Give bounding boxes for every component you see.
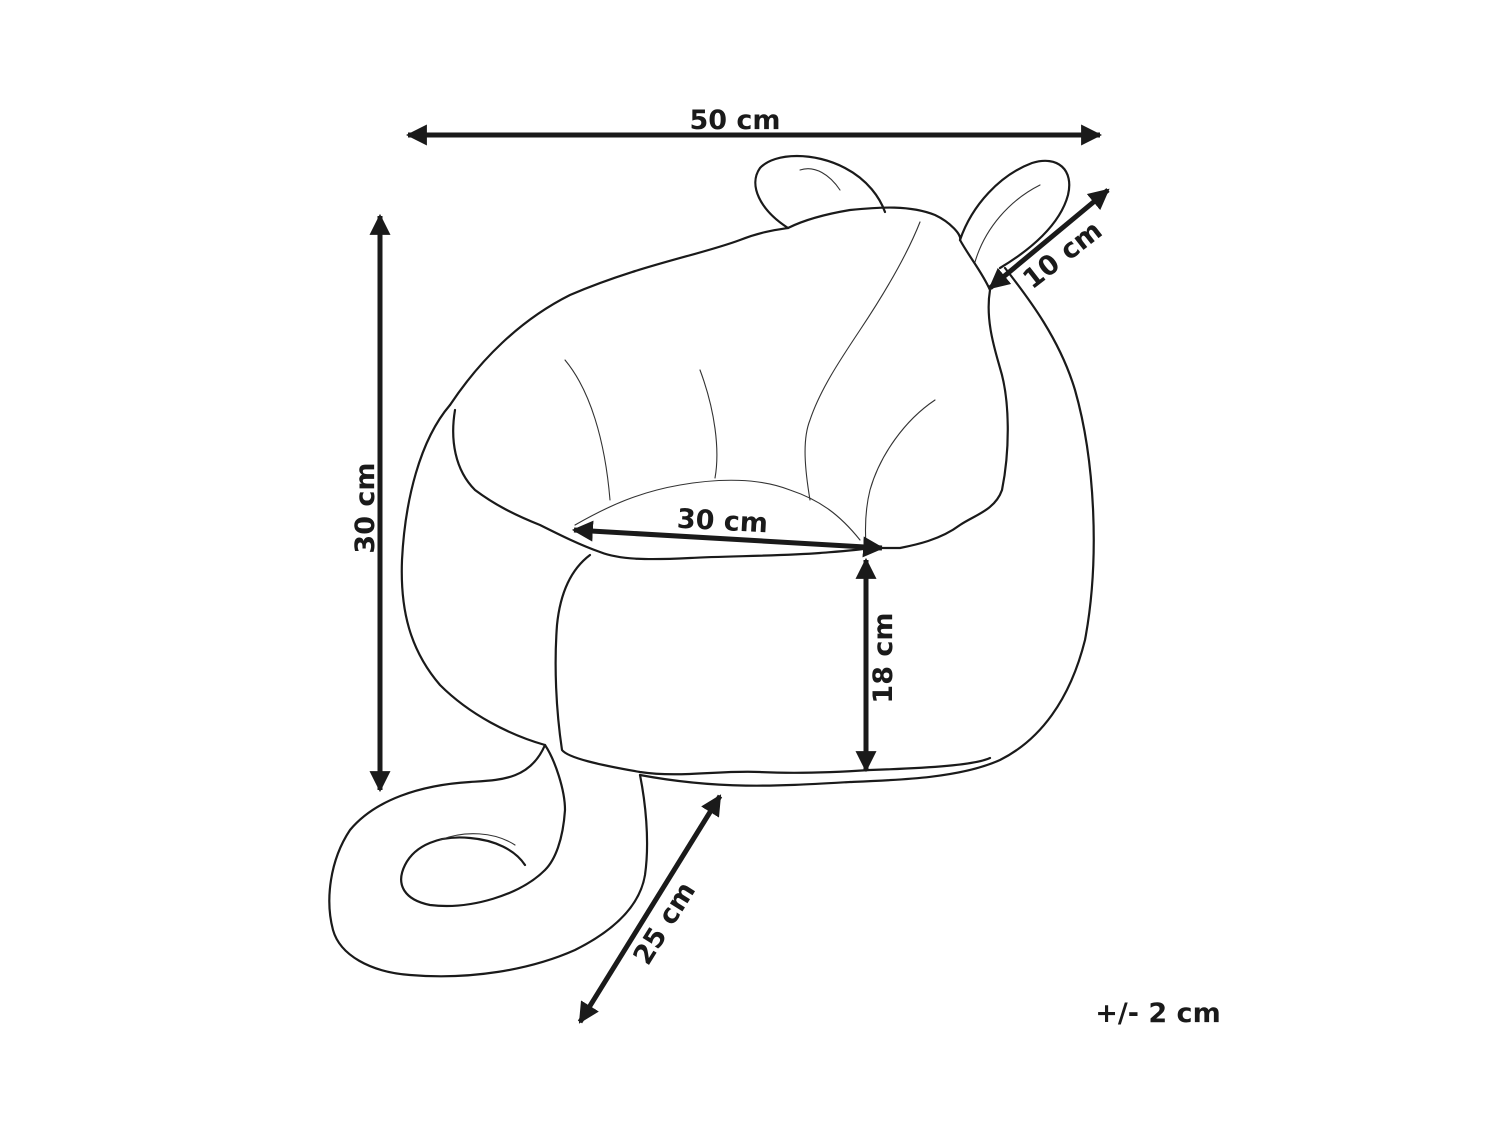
pet-bed-drawing xyxy=(328,154,1095,978)
cushion-seam-1 xyxy=(564,359,611,501)
seat-top-seam xyxy=(574,479,861,541)
seat-front-panel xyxy=(554,553,992,776)
left-ear-inner xyxy=(799,168,841,191)
tolerance-note: +/- 2 cm xyxy=(1095,998,1220,1029)
width-label: 50 cm xyxy=(689,105,780,136)
tail-dimension-line xyxy=(577,794,723,1024)
tail-inner-curl xyxy=(439,833,516,846)
height-label: 30 cm xyxy=(350,462,381,553)
seat-width-label: 30 cm xyxy=(676,504,769,540)
cushion-seam-4 xyxy=(864,399,936,546)
cushion-seam-3 xyxy=(804,221,921,501)
ear-dimension-line xyxy=(988,188,1110,290)
body-right xyxy=(638,266,1095,787)
back-cushion-top xyxy=(448,206,1009,550)
seat-height-label: 18 cm xyxy=(868,612,899,703)
body-left xyxy=(400,403,547,747)
cushion-seam-2 xyxy=(699,369,718,479)
seat-width-dimension-line xyxy=(571,520,885,558)
tail xyxy=(328,743,649,978)
left-ear xyxy=(754,154,887,230)
dimension-annotations: 50 cm 30 cm 10 cm 30 cm 18 cm 25 cm +/- … xyxy=(350,105,1221,1029)
